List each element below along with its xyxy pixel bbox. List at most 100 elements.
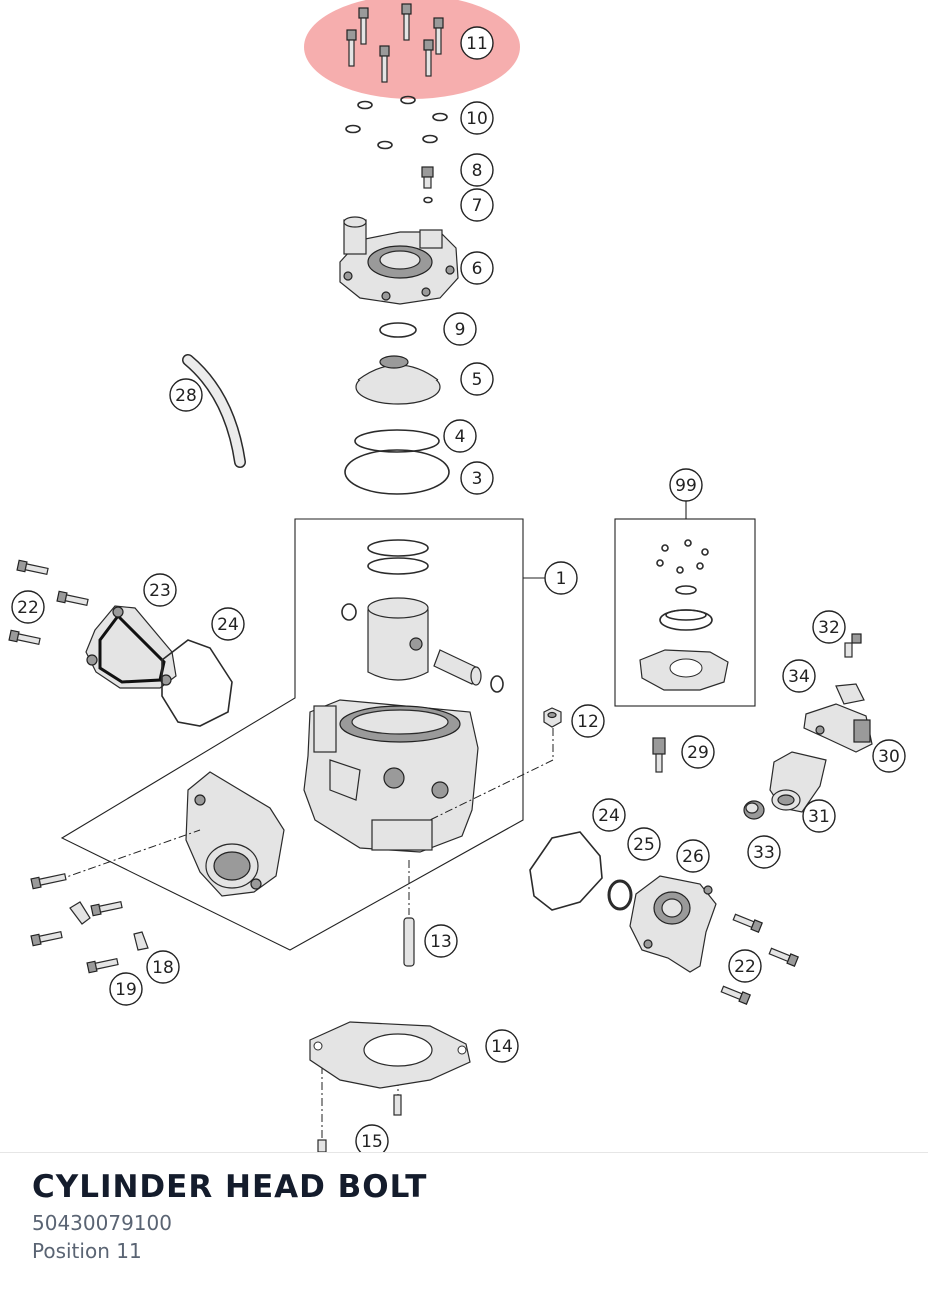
callout-19[interactable]: 19 <box>109 972 143 1006</box>
part-22-bolts-left[interactable] <box>8 559 89 646</box>
callout-10[interactable]: 10 <box>460 101 494 135</box>
callout-28[interactable]: 28 <box>169 378 203 412</box>
callout-11[interactable]: 11 <box>460 26 494 60</box>
svg-text:24: 24 <box>598 806 620 826</box>
svg-text:18: 18 <box>152 958 174 978</box>
intake-flange[interactable] <box>185 771 285 897</box>
callout-13[interactable]: 13 <box>424 924 458 958</box>
svg-text:9: 9 <box>455 320 466 340</box>
exploded-parts-diagram: 11 10 8 7 6 9 5 28 4 3 99 1 23 22 24 32 … <box>8 0 906 1152</box>
svg-text:25: 25 <box>633 835 655 855</box>
part-11-cylinder-head-bolts[interactable] <box>346 3 444 83</box>
callout-4[interactable]: 4 <box>443 419 477 453</box>
callout-7[interactable]: 7 <box>460 188 494 222</box>
callout-30[interactable]: 30 <box>872 739 906 773</box>
piston-pin[interactable] <box>433 649 482 686</box>
svg-text:30: 30 <box>878 747 900 767</box>
part-8-screw-plug[interactable] <box>421 166 434 189</box>
part-18-cable-holders[interactable] <box>69 901 149 951</box>
part-22-bolts-right[interactable] <box>720 912 799 1005</box>
part-7-seal-ring[interactable] <box>423 196 433 204</box>
callout-3[interactable]: 3 <box>460 461 494 495</box>
part-25-o-ring[interactable] <box>607 879 633 911</box>
part-32-screw[interactable] <box>844 633 862 658</box>
part-3-o-ring[interactable] <box>344 449 450 495</box>
piston-pin-clip[interactable] <box>490 675 504 693</box>
callout-25[interactable]: 25 <box>627 827 661 861</box>
part-29-sensor[interactable] <box>652 737 666 773</box>
part-9-o-ring[interactable] <box>379 322 417 338</box>
centerline-12 <box>429 728 554 821</box>
piston[interactable] <box>341 597 429 681</box>
svg-text:22: 22 <box>734 957 756 977</box>
piston-rings[interactable] <box>367 539 429 575</box>
part-14-dowel-pin[interactable] <box>393 1094 402 1116</box>
part-info-panel: CYLINDER HEAD BOLT 50430079100 Position … <box>0 1152 928 1291</box>
part-number: 50430079100 <box>32 1211 172 1235</box>
callout-6[interactable]: 6 <box>460 251 494 285</box>
callout-32[interactable]: 32 <box>812 610 846 644</box>
svg-text:23: 23 <box>149 581 171 601</box>
svg-text:1: 1 <box>556 569 567 589</box>
part-5-combustion-chamber-insert[interactable] <box>355 355 441 405</box>
callout-31[interactable]: 31 <box>802 799 836 833</box>
part-14-base-gasket[interactable] <box>309 1021 471 1089</box>
part-24-gasket-left[interactable] <box>161 639 233 727</box>
callouts: 11 10 8 7 6 9 5 28 4 3 99 1 23 22 24 32 … <box>11 26 906 1152</box>
svg-text:33: 33 <box>753 843 775 863</box>
part-4-o-ring[interactable] <box>354 429 440 453</box>
part-1-group-outline <box>60 518 524 951</box>
svg-text:13: 13 <box>430 932 452 952</box>
callout-18[interactable]: 18 <box>146 950 180 984</box>
callout-5[interactable]: 5 <box>460 362 494 396</box>
part-13-stud[interactable] <box>403 917 415 967</box>
callout-29[interactable]: 29 <box>681 735 715 769</box>
callout-1[interactable]: 1 <box>544 561 578 595</box>
part-position: Position 11 <box>32 1239 142 1263</box>
part-28-hose[interactable] <box>182 354 246 468</box>
cylinder[interactable] <box>303 699 479 853</box>
part-33-sleeve[interactable] <box>743 800 765 820</box>
callout-24-left[interactable]: 24 <box>211 607 245 641</box>
callout-22-right[interactable]: 22 <box>728 949 762 983</box>
svg-text:15: 15 <box>361 1132 383 1152</box>
svg-text:4: 4 <box>455 427 466 447</box>
callout-26[interactable]: 26 <box>676 839 710 873</box>
callout-15[interactable]: 15 <box>355 1124 389 1152</box>
svg-text:26: 26 <box>682 847 704 867</box>
part-10-washers[interactable] <box>345 95 448 150</box>
svg-text:31: 31 <box>808 807 830 827</box>
callout-9[interactable]: 9 <box>443 312 477 346</box>
callout-99[interactable]: 99 <box>669 468 703 502</box>
callout-33[interactable]: 33 <box>747 835 781 869</box>
part-99-gasket-kit[interactable] <box>614 518 756 707</box>
svg-text:24: 24 <box>217 615 239 635</box>
svg-text:12: 12 <box>577 712 599 732</box>
leader-lines <box>523 500 687 579</box>
part-31-actuator[interactable] <box>769 751 827 813</box>
svg-text:6: 6 <box>472 259 483 279</box>
part-name: CYLINDER HEAD BOLT <box>32 1169 428 1205</box>
part-6-cylinder-head[interactable] <box>339 216 459 305</box>
svg-text:22: 22 <box>17 598 39 618</box>
part-19-bolts[interactable] <box>30 872 123 974</box>
part-15-dowel[interactable] <box>317 1139 327 1152</box>
svg-text:28: 28 <box>175 386 197 406</box>
callout-22-left[interactable]: 22 <box>11 590 45 624</box>
part-26-water-pump-cover[interactable] <box>629 875 717 973</box>
callout-23[interactable]: 23 <box>143 573 177 607</box>
callout-8[interactable]: 8 <box>460 153 494 187</box>
callout-34[interactable]: 34 <box>782 659 816 693</box>
part-34-pad[interactable] <box>835 683 865 705</box>
svg-text:5: 5 <box>472 370 483 390</box>
part-12-nut[interactable] <box>543 707 562 728</box>
callout-14[interactable]: 14 <box>485 1029 519 1063</box>
svg-text:10: 10 <box>466 109 488 129</box>
callout-24-right[interactable]: 24 <box>592 798 626 832</box>
svg-text:8: 8 <box>472 161 483 181</box>
part-24-gasket-right[interactable] <box>529 831 603 911</box>
svg-text:14: 14 <box>491 1037 513 1057</box>
part-23-cover[interactable] <box>85 605 177 689</box>
part-30-sensor[interactable] <box>803 703 873 753</box>
callout-12[interactable]: 12 <box>571 704 605 738</box>
